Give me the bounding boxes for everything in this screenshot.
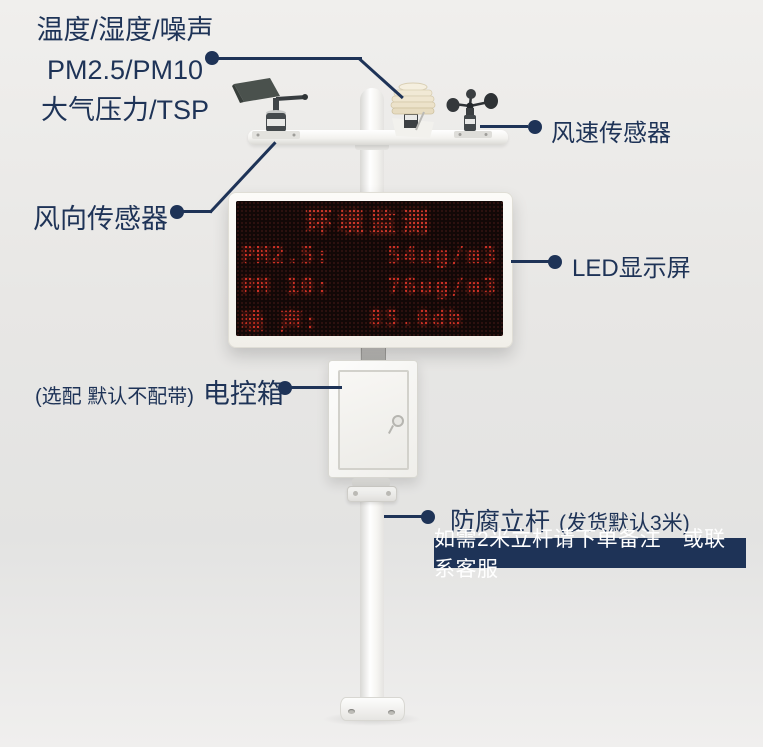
led-display: 环境监测 PM2.5: 54ug/m3 PM 10: 76ug/m3 噪 声: … — [228, 192, 513, 348]
control-box-label-group: (选配 默认不配带) 电控箱 — [35, 372, 284, 411]
led-row-value: 85.0db — [368, 306, 464, 332]
led-row-label: 噪 声: — [241, 309, 319, 335]
pole-flange — [347, 486, 397, 502]
led-screen-label: LED显示屏 — [572, 255, 691, 282]
led-callout-dot — [548, 255, 562, 269]
bolt-hole — [388, 710, 395, 715]
control-box-label: 电控箱 — [202, 379, 284, 409]
led-row-label: PM 10: — [241, 273, 331, 300]
led-panel: 环境监测 PM2.5: 54ug/m3 PM 10: 76ug/m3 噪 声: … — [236, 201, 503, 336]
pole-label-group: 防腐立杆 (发货默认3米) — [450, 502, 690, 538]
control-box-callout-dot — [278, 381, 292, 395]
sensor-params-label: 温度/湿度/噪声 PM2.5/PM10 大气压力/TSP — [30, 10, 220, 130]
control-box-callout-line — [291, 386, 342, 389]
params-callout-line — [216, 57, 362, 60]
led-row-value: 76ug/m3 — [387, 273, 498, 300]
sensor-params-line1: 温度/湿度/噪声 — [36, 15, 214, 45]
pole-base-plate — [340, 697, 405, 721]
led-row-value: 54ug/m3 — [387, 242, 498, 269]
pole-length-note: (发货默认3米) — [559, 512, 690, 535]
keyhole-icon — [392, 415, 404, 427]
wind-direction-callout-dot — [170, 205, 184, 219]
control-box-option-note: (选配 默认不配带) — [35, 386, 194, 408]
pole-collar — [352, 478, 390, 487]
bolt-hole — [348, 709, 355, 714]
params-callout-dot — [205, 51, 219, 65]
pole-callout-line — [384, 515, 422, 518]
led-row-noise: 噪 声: 85.0db — [236, 302, 503, 336]
sensor-params-line3: 大气压力/TSP — [40, 95, 209, 125]
led-row-pm10: PM 10: 76ug/m3 — [236, 271, 503, 302]
wind-speed-callout-line — [480, 125, 528, 128]
led-title-text: 环境监测 — [305, 208, 434, 238]
control-box-door — [338, 370, 409, 470]
wind-direction-sensor-icon — [232, 78, 308, 139]
wind-speed-sensor-icon — [446, 89, 498, 138]
crossarm-graphic — [248, 130, 508, 145]
order-note-banner: 如需2米立杆请下单备注 或联系客服 — [434, 528, 746, 581]
pole-callout-dot — [421, 510, 435, 524]
pole-label: 防腐立杆 — [450, 508, 551, 536]
control-box-graphic — [328, 360, 418, 478]
wind-direction-label: 风向传感器 — [33, 204, 168, 234]
wind-speed-callout-dot — [528, 120, 542, 134]
wind-direction-callout-line — [182, 210, 212, 213]
led-row-label: PM2.5: — [241, 242, 331, 269]
sensor-params-line2: PM2.5/PM10 — [46, 55, 204, 85]
wind-speed-label: 风速传感器 — [551, 120, 671, 147]
led-callout-line — [511, 260, 549, 263]
led-row-pm25: PM2.5: 54ug/m3 — [236, 240, 503, 271]
